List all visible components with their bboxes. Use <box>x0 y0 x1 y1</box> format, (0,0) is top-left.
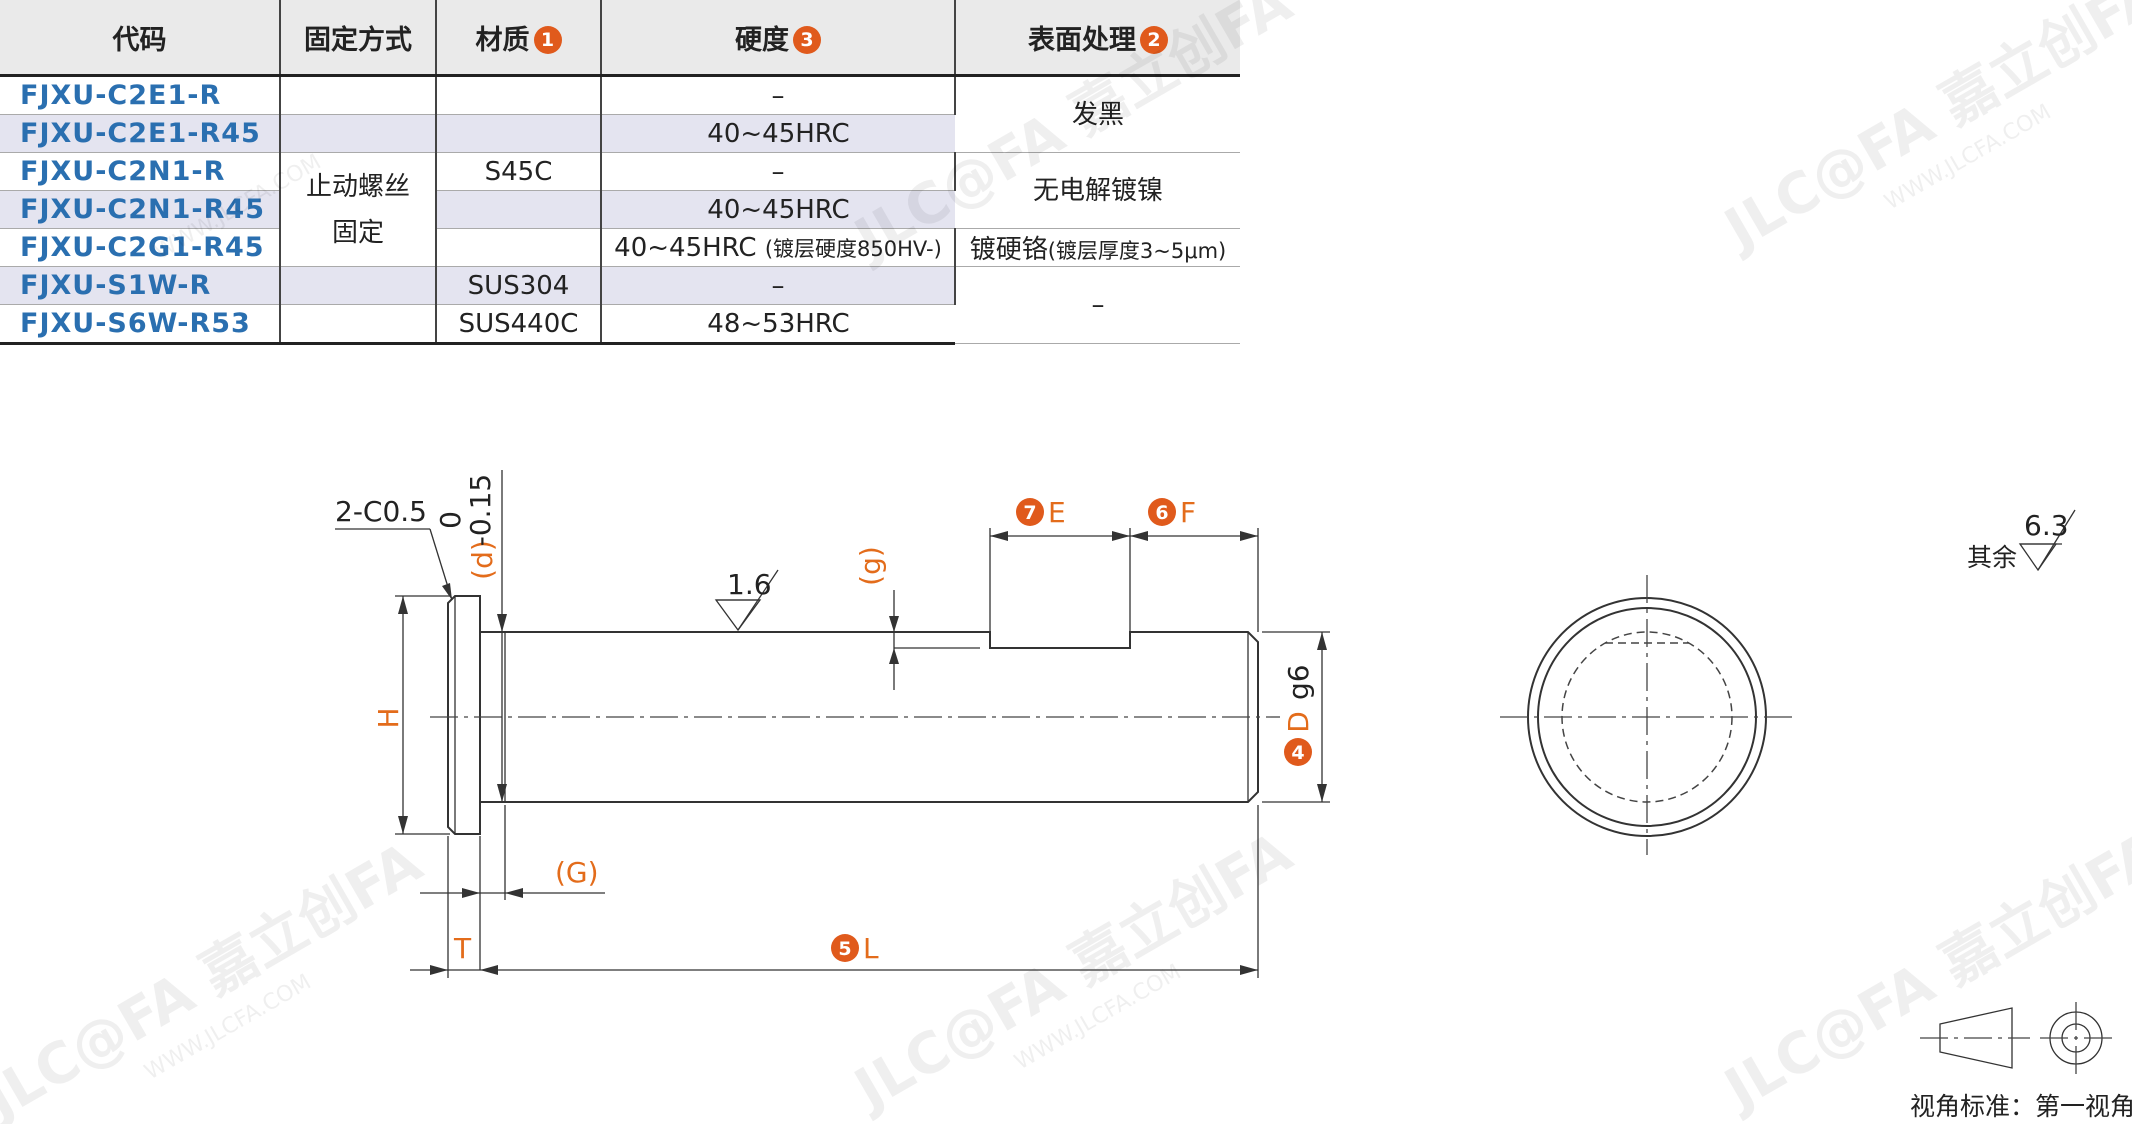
g-big-label: (G) <box>555 856 599 889</box>
svg-text:JLC@FA 嘉立创FA: JLC@FA 嘉立创FA <box>1711 820 2132 1124</box>
fixing-cell-empty <box>280 75 437 115</box>
material-cell-sus440c: SUS440C <box>436 304 602 345</box>
hardness-cell: 48~53HRC <box>601 304 955 345</box>
e-label: E <box>1048 496 1066 529</box>
f-badge: 6 <box>1155 502 1168 524</box>
tol-upper: 0 <box>434 511 467 529</box>
l-label: L <box>863 932 879 965</box>
surface-badge: 2 <box>1140 25 1168 54</box>
svg-text:JLC@FA 嘉立创FA: JLC@FA 嘉立创FA <box>0 830 433 1124</box>
d-main-sub: g6 <box>1282 664 1315 700</box>
roughness-main: 1.6 <box>727 568 772 601</box>
other-label: 其余 <box>1967 543 2017 572</box>
projection-symbol: 视角标准：第一视角 <box>1910 1002 2132 1121</box>
material-cell-empty <box>436 228 602 267</box>
hardness-cell: – <box>601 75 956 115</box>
pin-shank <box>480 631 1259 803</box>
other-roughness-symbol: 其余 6.3 <box>1967 509 2076 572</box>
hardness-cell: 40~45HRC (镀层硬度850HV-) <box>601 228 956 267</box>
material-cell-empty <box>436 114 602 153</box>
table-row: FJXU-C2N1-R 止动螺丝固定 S45C – 无电解镀镍 <box>0 152 1240 267</box>
surface-cell-black: 发黑 <box>955 75 1240 153</box>
fixing-cell-empty <box>280 266 437 305</box>
code-cell[interactable]: FJXU-C2E1-R45 <box>0 114 281 153</box>
t-label: T <box>453 932 472 965</box>
surface-cell-none: – <box>955 266 1240 344</box>
material-cell-s45c: S45C <box>436 152 602 191</box>
l-badge: 5 <box>838 938 851 960</box>
fixing-cell-merged: 止动螺丝固定 <box>280 152 437 267</box>
hardness-cell: – <box>601 152 956 191</box>
f-label: F <box>1180 496 1196 529</box>
projection-label: 视角标准：第一视角 <box>1910 1092 2132 1121</box>
code-cell[interactable]: FJXU-C2G1-R45 <box>0 228 281 267</box>
hardness-cell: 40~45HRC <box>601 190 955 229</box>
svg-text:JLC@FA 嘉立创FA: JLC@FA 嘉立创FA <box>1711 0 2132 264</box>
h-label: H <box>372 707 405 728</box>
code-cell[interactable]: FJXU-C2N1-R <box>0 152 281 191</box>
table-row: FJXU-C2E1-R – 发黑 <box>0 75 1240 153</box>
code-cell[interactable]: FJXU-S6W-R53 <box>0 304 281 345</box>
other-roughness-value: 6.3 <box>2024 509 2069 542</box>
e-badge: 7 <box>1023 502 1036 524</box>
fixing-cell-empty <box>280 304 437 345</box>
code-cell[interactable]: FJXU-C2E1-R <box>0 75 281 115</box>
surface-cell-nickel: 无电解镀镍 <box>955 152 1240 229</box>
svg-text:WWW.JLCFA.COM: WWW.JLCFA.COM <box>151 150 326 266</box>
material-cell-empty <box>436 190 602 229</box>
surface-cell-chrome: 镀硬铬(镀层厚度3~5μm) <box>955 228 1240 267</box>
pin-head <box>447 595 481 835</box>
tol-lower: -0.15 <box>464 474 497 546</box>
table-row: FJXU-S1W-R SUS304 – – <box>0 266 1240 344</box>
material-cell-sus304: SUS304 <box>436 266 602 305</box>
pin-side-view <box>1500 575 1795 855</box>
material-badge: 1 <box>533 25 562 54</box>
table-row: FJXU-C2G1-R45 40~45HRC (镀层硬度850HV-) 镀硬铬(… <box>0 228 1240 267</box>
d-main-label: D <box>1282 711 1315 733</box>
svg-text:JLC@FA 嘉立创FA: JLC@FA 嘉立创FA <box>841 820 1303 1124</box>
material-cell-empty <box>436 75 602 115</box>
fixing-cell-empty <box>280 114 437 153</box>
chamfer-label: 2-C0.5 <box>335 495 427 528</box>
hardness-badge: 3 <box>793 25 821 54</box>
d-label: (d) <box>466 540 499 580</box>
hardness-cell: 40~45HRC <box>601 114 955 153</box>
hardness-cell: – <box>601 266 956 305</box>
svg-text:JLC@FA 嘉立创FA: JLC@FA 嘉立创FA <box>841 0 1303 274</box>
pin-front-view: H (d) 0 -0.15 2-C0.5 1.6 (g) 7 <box>335 470 1330 978</box>
table-row: FJXU-S6W-R53 SUS440C 48~53HRC <box>0 304 1240 345</box>
code-cell[interactable]: FJXU-S1W-R <box>0 266 281 305</box>
header-fixing: 固定方式 <box>280 0 437 77</box>
d-main-badge: 4 <box>1291 742 1304 764</box>
code-cell[interactable]: FJXU-C2N1-R45 <box>0 190 281 229</box>
header-code: 代码 <box>0 0 281 77</box>
g-small-label: (g) <box>854 546 887 586</box>
